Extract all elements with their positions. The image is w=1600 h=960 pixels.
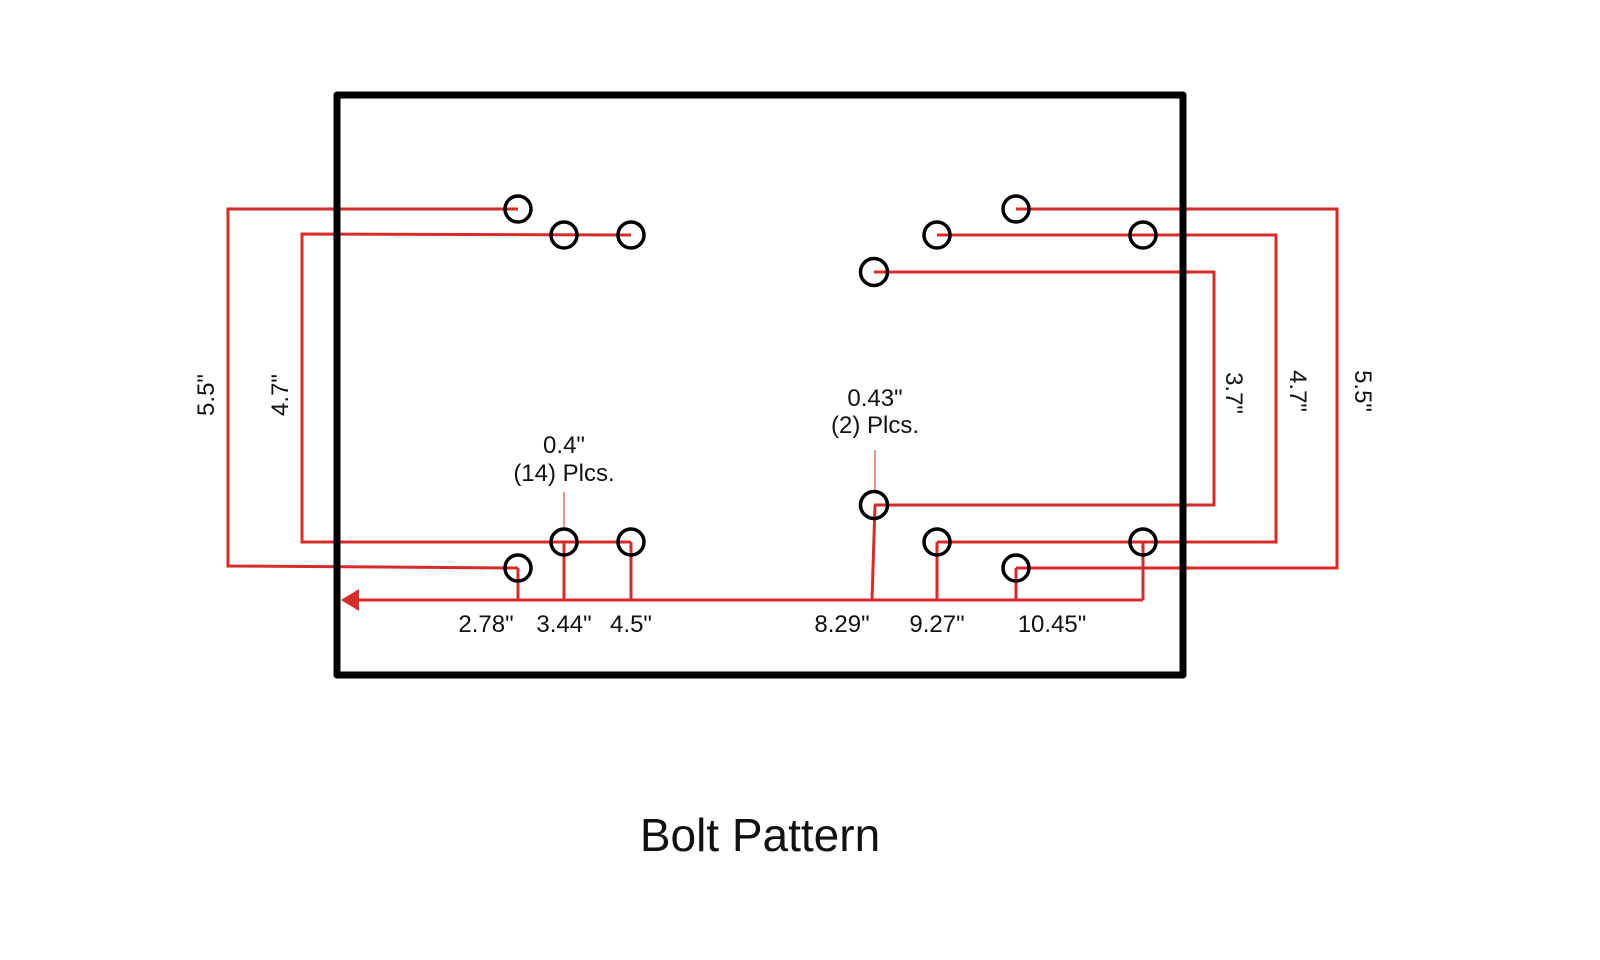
dim-label: 10.45" xyxy=(1018,611,1087,638)
dim-left-4-7 xyxy=(300,232,632,544)
dim-label: 2.78" xyxy=(458,611,513,638)
large-hole-diameter: 0.43" xyxy=(847,385,902,412)
dim-left-5-5 xyxy=(226,207,519,570)
arrowhead-icon xyxy=(341,589,359,611)
hole xyxy=(1001,553,1031,583)
hole xyxy=(1001,194,1031,224)
hole xyxy=(922,220,952,250)
dim-right-4-7 xyxy=(937,233,1278,544)
large-hole-count: (2) Plcs. xyxy=(831,412,919,439)
hole xyxy=(503,553,533,583)
hole xyxy=(1128,527,1158,557)
hole xyxy=(616,220,646,250)
hole xyxy=(922,527,952,557)
hole xyxy=(616,527,646,557)
small-hole-diameter: 0.4" xyxy=(543,432,585,459)
dim-label: 3.44" xyxy=(536,611,591,638)
hole xyxy=(503,194,533,224)
ext-8-29 xyxy=(870,504,877,601)
hole xyxy=(549,220,579,250)
dim-label-right-inner: 3.7" xyxy=(1220,372,1247,414)
diagram-title: Bolt Pattern xyxy=(640,809,880,861)
hole-large xyxy=(858,256,890,288)
hole-large xyxy=(858,489,890,521)
dim-label-right-middle: 4.7" xyxy=(1284,370,1311,412)
small-hole-count: (14) Plcs. xyxy=(513,460,614,487)
dim-label-right-outer: 5.5" xyxy=(1349,370,1376,412)
dim-label: 8.29" xyxy=(814,611,869,638)
dim-right-5-5 xyxy=(1016,207,1339,570)
plate-outline xyxy=(333,91,1187,679)
dim-right-3-7 xyxy=(874,270,1216,507)
dimension-lines xyxy=(226,207,1339,602)
holes xyxy=(503,194,1158,583)
dim-label-left-outer: 5.5" xyxy=(193,374,220,416)
dim-label: 9.27" xyxy=(909,611,964,638)
hole xyxy=(549,527,579,557)
dim-label-left-inner: 4.7" xyxy=(267,374,294,416)
dim-label: 4.5" xyxy=(610,611,652,638)
hole xyxy=(1128,220,1158,250)
